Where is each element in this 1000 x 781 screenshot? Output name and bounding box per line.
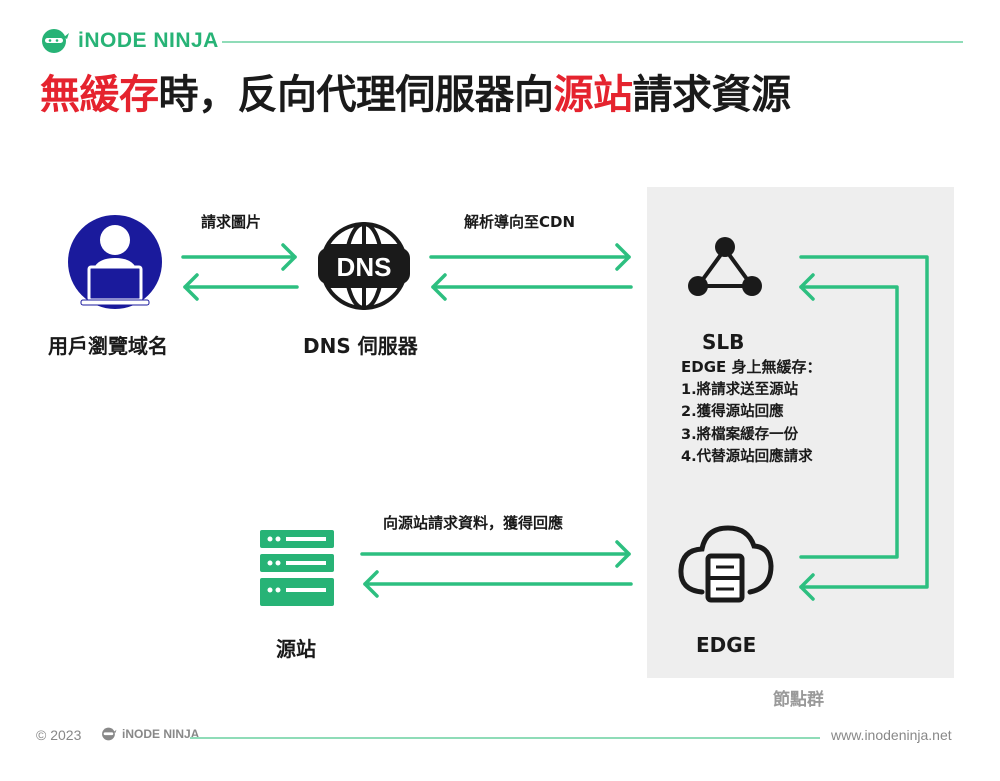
notes-item: 3.將檔案緩存一份 bbox=[681, 426, 799, 443]
title-highlight-no-cache: 無緩存 bbox=[40, 72, 159, 118]
ninja-logo-icon bbox=[102, 727, 117, 741]
title-highlight-origin: 源站 bbox=[553, 72, 634, 118]
origin-label: 源站 bbox=[276, 637, 316, 661]
edge-cloud-server-icon bbox=[678, 525, 774, 603]
slb-network-icon bbox=[688, 237, 762, 296]
arrow-edge-to-origin bbox=[363, 570, 633, 598]
arrow-label-origin-request: 向源站請求資料，獲得回應 bbox=[383, 514, 564, 532]
arrow-dns-to-user bbox=[183, 273, 299, 301]
slb-label: SLB bbox=[702, 330, 745, 354]
notes-heading: EDGE 身上無緩存： bbox=[681, 358, 822, 376]
footer-copyright: © 2023 bbox=[36, 727, 82, 743]
arrow-edge-to-slb bbox=[799, 273, 899, 559]
footer-divider bbox=[190, 737, 820, 739]
notes-item: 4.代替源站回應請求 bbox=[681, 449, 813, 465]
header-divider bbox=[222, 41, 963, 43]
footer-website-link[interactable]: www.inodeninja.net bbox=[831, 727, 952, 743]
notes-item: 2.獲得源站回應 bbox=[681, 404, 784, 420]
origin-server-icon bbox=[260, 530, 334, 606]
notes-item: 1.將請求送至源站 bbox=[681, 381, 799, 398]
brand-logo: iNODE NINJA bbox=[40, 28, 219, 54]
arrow-label-resolve-cdn: 解析導向至CDN bbox=[464, 213, 576, 231]
arrow-dns-to-slb bbox=[429, 243, 631, 271]
brand-name: iNODE NINJA bbox=[78, 29, 219, 52]
ninja-logo-icon bbox=[42, 29, 69, 53]
edge-no-cache-notes: EDGE 身上無緩存： 1.將請求送至源站 2.獲得源站回應 3.將檔案緩存一份… bbox=[681, 356, 821, 469]
arrow-slb-to-dns bbox=[431, 273, 633, 301]
dns-badge-text: DNS bbox=[337, 252, 392, 282]
arrow-label-request-image: 請求圖片 bbox=[201, 213, 262, 231]
node-group-label: 節點群 bbox=[773, 690, 824, 710]
title-text-1: 時，反向代理伺服器向 bbox=[158, 72, 555, 118]
page-title: 無緩存時，反向代理伺服器向源站請求資源 bbox=[40, 62, 791, 120]
footer-brand-logo: iNODE NINJA bbox=[101, 727, 199, 741]
user-label: 用戶瀏覽域名 bbox=[48, 334, 168, 358]
user-icon bbox=[68, 215, 162, 309]
footer-brand-name: iNODE NINJA bbox=[122, 727, 200, 741]
edge-label: EDGE bbox=[696, 633, 757, 657]
title-text-2: 請求資源 bbox=[632, 72, 792, 118]
arrow-slb-to-edge bbox=[799, 255, 929, 601]
arrow-origin-to-edge bbox=[360, 540, 631, 568]
arrow-user-to-dns bbox=[181, 243, 297, 271]
dns-label: DNS 伺服器 bbox=[303, 334, 418, 358]
node-group-panel bbox=[647, 187, 954, 678]
dns-badge bbox=[318, 248, 410, 284]
